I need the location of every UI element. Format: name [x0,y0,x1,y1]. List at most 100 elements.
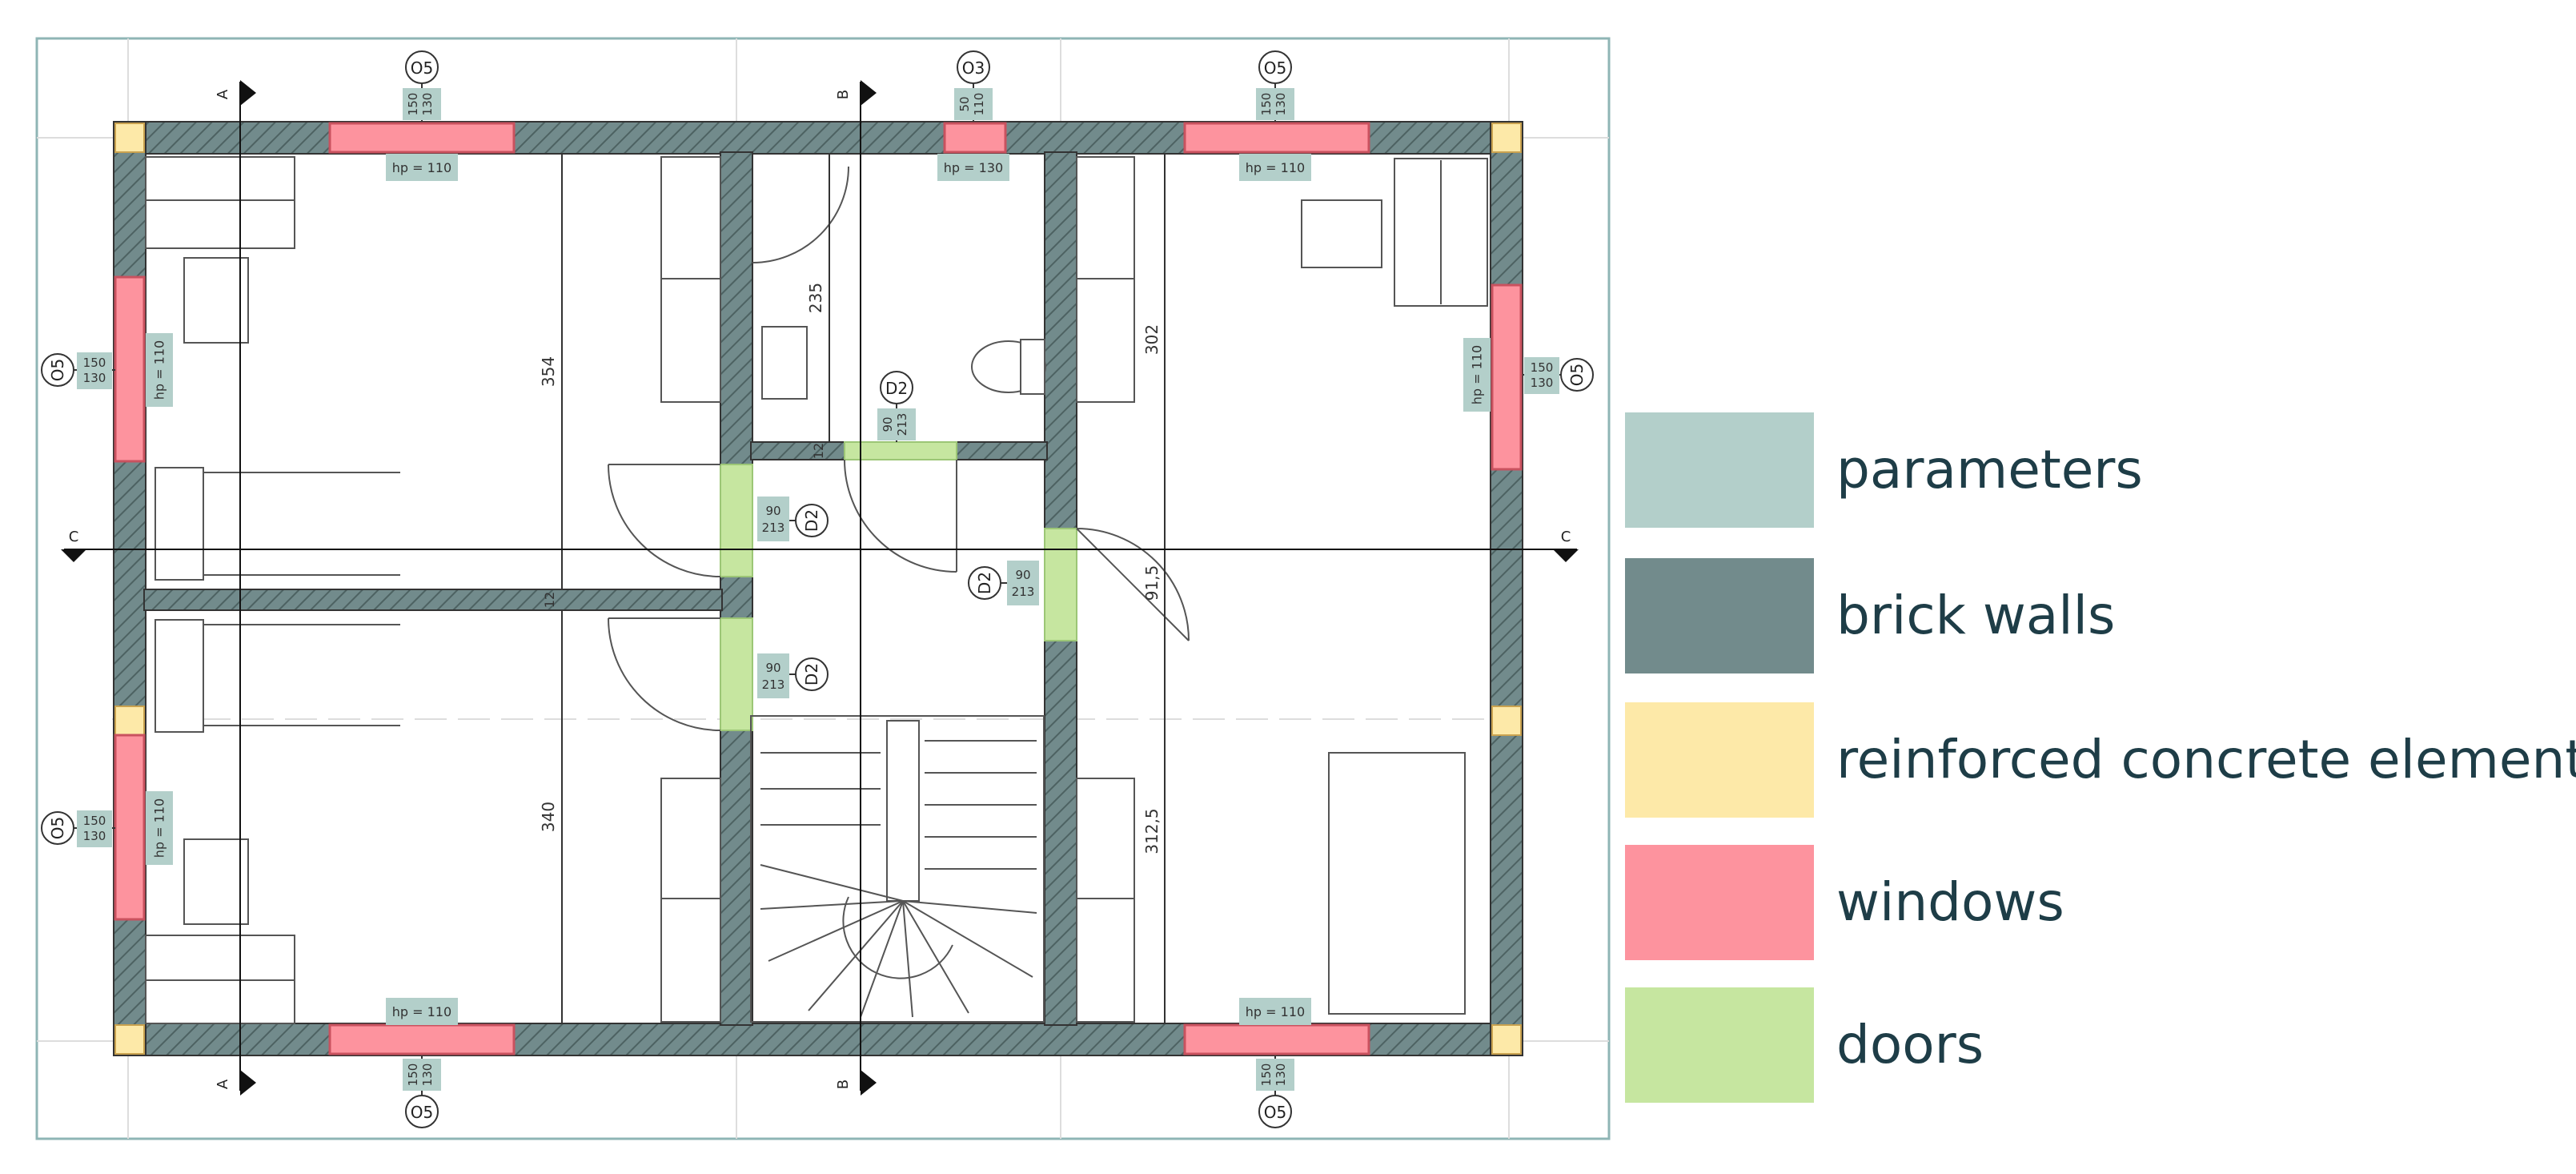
legend-item-brick-walls: brick walls [1625,558,2570,673]
concrete-columns [114,123,1522,1055]
door-code: D2 [802,509,821,532]
door-tag-d2-left-upper: 90 213 D2 [757,497,829,541]
window-code: O5 [48,359,67,381]
legend-item-parameters: parameters [1625,412,2570,528]
door-width: 90 [765,661,780,675]
window-sill-height: hp = 110 [392,160,451,175]
legend-item-doors: doors [1625,987,2570,1103]
window-width: 150 [406,93,420,116]
window-height: 130 [83,371,106,385]
window-tag-o5-top-right: O5 150 130 hp = 110 [1239,50,1311,181]
door-height: 213 [762,677,785,692]
window-tag-o5-left-upper: O5 150 130 hp = 110 [41,333,173,407]
section-marker-c-left: C [61,529,86,562]
door-width: 90 [881,416,895,432]
section-label: C [1561,529,1571,545]
window-tag-o3-top: O3 50 110 hp = 130 [937,50,1009,181]
staircase [750,715,1045,1023]
section-marker-c-right: C [1553,529,1579,562]
window-height: 130 [420,1063,435,1087]
door-width: 90 [765,504,780,518]
dimension-labels: 354 340 235 302 91,5 312,5 12 12 [539,283,1162,854]
window-code: O5 [411,1103,433,1122]
window-width: 150 [406,1063,420,1087]
legend-item-windows: windows [1625,845,2570,960]
door-tag-d2-right: D2 90 213 [968,561,1039,605]
door-tag-d2-bath: D2 90 213 [877,371,916,442]
window-sill-height: hp = 110 [1470,345,1485,404]
legend-swatch [1625,987,1814,1103]
section-label: B [835,1080,852,1089]
window-width: 150 [1531,360,1554,375]
window-tag-o5-left-lower: O5 150 130 hp = 110 [41,791,173,865]
door-code: D2 [975,572,994,594]
window-code: O5 [1264,58,1286,78]
dimension-12-b: 12 [542,592,557,608]
window-sill-height: hp = 110 [392,1004,451,1019]
door-openings [720,441,1077,731]
door-swings [608,166,1190,731]
legend-swatch [1625,558,1814,673]
door-width: 90 [1015,568,1030,582]
legend-label: windows [1836,871,2064,933]
section-marker-b-bottom: B [835,1070,877,1096]
dimension-235: 235 [806,283,825,313]
window-tag-o5-bottom-right: O5 150 130 hp = 110 [1239,998,1311,1128]
window-height: 130 [1531,376,1554,390]
section-label: C [69,529,79,545]
window-width: 50 [957,96,972,111]
dimension-302: 302 [1142,324,1162,355]
section-marker-a-bottom: A [215,1070,256,1096]
section-marker-a-top: A [215,80,256,106]
door-tag-d2-left-lower: 90 213 D2 [757,653,829,698]
dimension-12-a: 12 [811,443,826,459]
legend-swatch [1625,412,1814,528]
window-sill-height: hp = 130 [944,160,1003,175]
dimension-312-5: 312,5 [1142,808,1162,854]
window-height: 130 [83,829,106,843]
legend-item-reinforced-concrete: reinforced concrete elements [1625,702,2576,818]
legend-label: brick walls [1836,585,2116,646]
window-openings [114,122,1523,1055]
legend-swatch [1625,702,1814,818]
dimension-91-5: 91,5 [1142,565,1162,601]
window-width: 150 [1259,1063,1274,1087]
dimension-lines [561,154,1166,1023]
section-label: A [215,1079,231,1089]
window-tag-o5-bottom-left: O5 150 130 hp = 110 [386,998,458,1128]
section-lines [64,82,1577,1091]
window-code: O5 [411,58,433,78]
furniture [145,156,1488,1024]
legend-label: doors [1836,1014,1984,1075]
section-label: A [215,89,231,99]
window-code: O5 [48,817,67,839]
window-code: O5 [1567,364,1587,386]
door-height: 213 [1012,585,1035,599]
legend-label: reinforced concrete elements [1836,729,2576,790]
window-tag-o5-right: O5 150 130 hp = 110 [1463,338,1594,412]
section-label: B [835,90,852,99]
door-code: D2 [802,663,821,686]
door-height: 213 [895,413,909,436]
dimension-340: 340 [539,802,558,832]
window-height: 130 [420,93,435,116]
window-code: O5 [1264,1103,1286,1122]
window-sill-height: hp = 110 [1246,160,1305,175]
window-code: O3 [962,58,985,78]
window-sill-height: hp = 110 [1246,1004,1305,1019]
section-marker-b-top: B [835,80,877,106]
window-sill-height: hp = 110 [152,798,167,858]
window-sill-height: hp = 110 [152,340,167,400]
window-height: 130 [1274,1063,1288,1087]
window-tag-o5-top-left: O5 150 130 hp = 110 [386,50,458,181]
legend-swatch [1625,845,1814,960]
window-width: 150 [83,814,106,828]
floor-plan: A A B B C C O5 150 130 hp = 110 O3 50 1 [35,37,1611,1140]
dimension-354: 354 [539,356,558,387]
window-width: 150 [83,356,106,370]
legend-label: parameters [1836,439,2143,501]
door-height: 213 [762,521,785,535]
window-height: 110 [972,93,986,116]
window-width: 150 [1259,93,1274,116]
door-code: D2 [885,379,908,398]
